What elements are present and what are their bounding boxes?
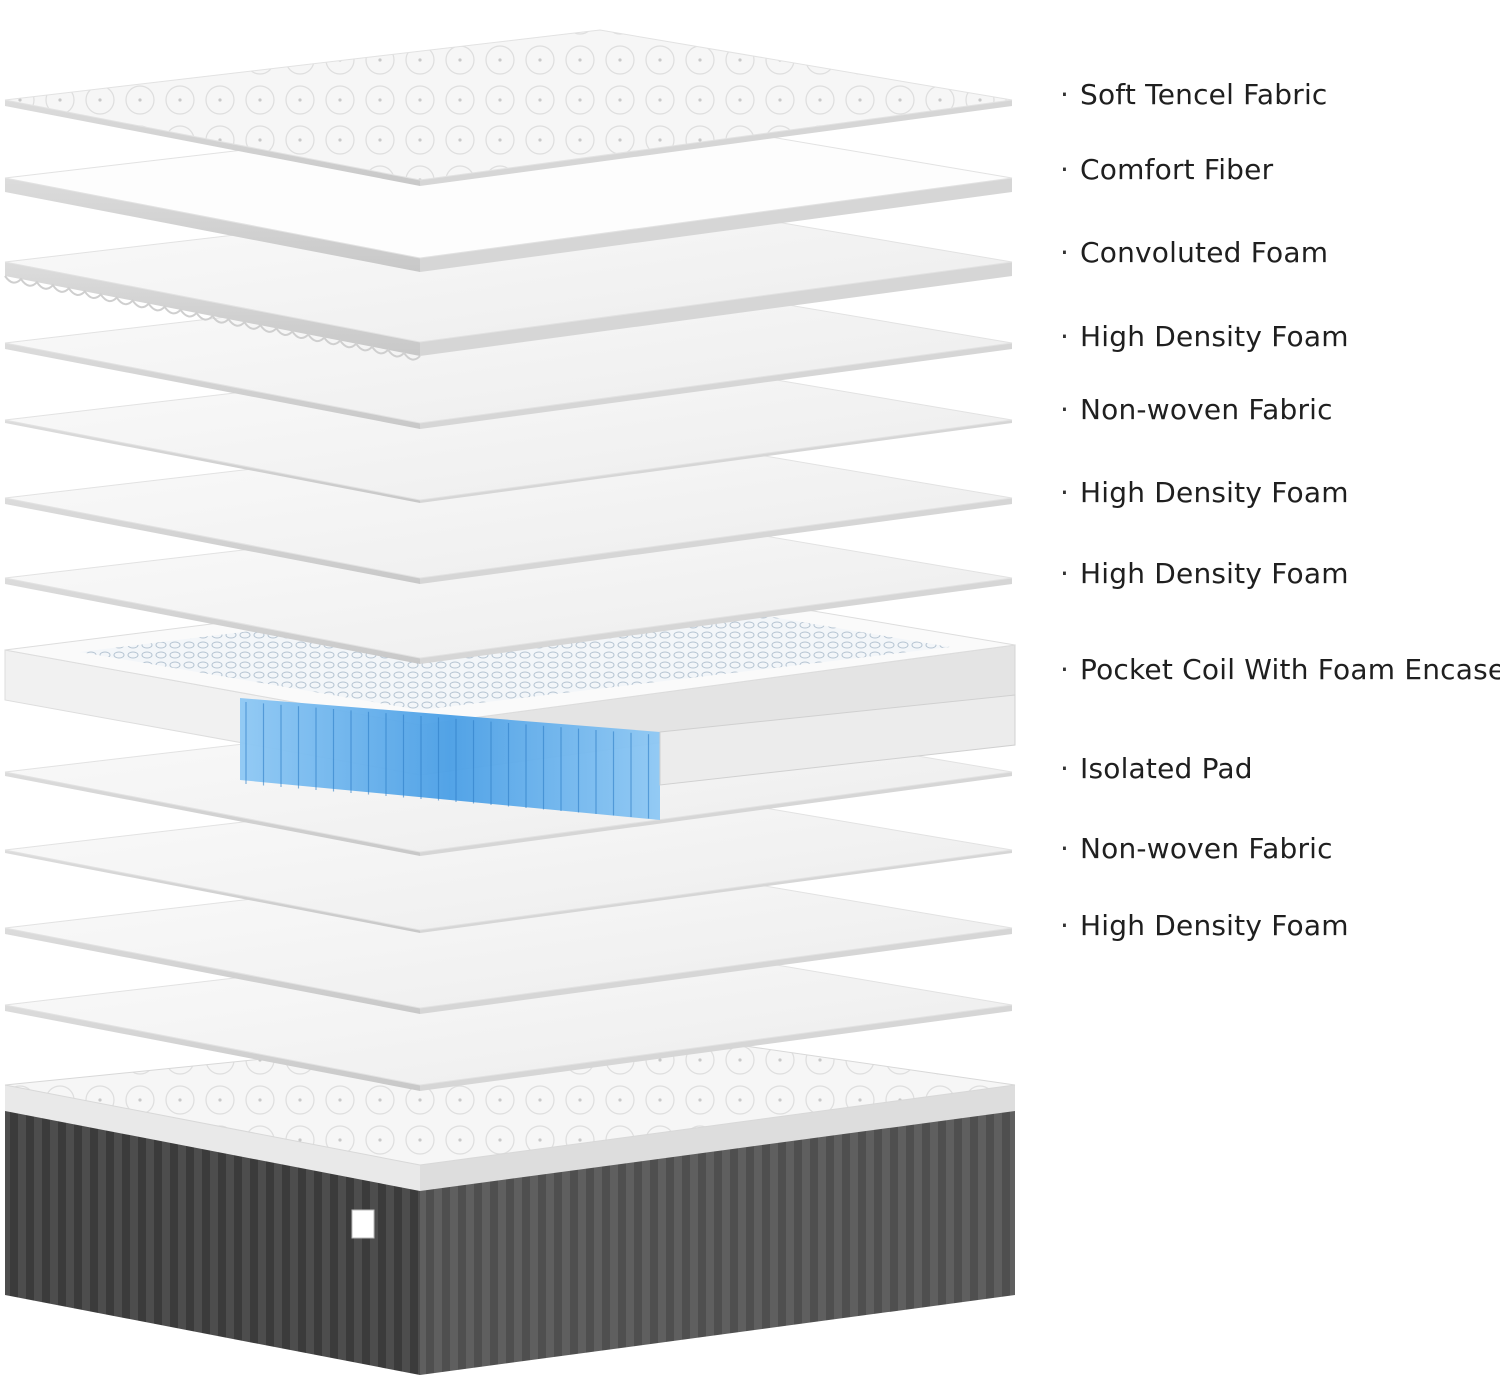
layer-label-isolated-pad: · Isolated Pad xyxy=(1060,752,1253,786)
convoluted-foam-sheet-edge-right xyxy=(420,262,1012,356)
layer-label-comfort-fiber: · Comfort Fiber xyxy=(1060,153,1273,187)
bullet-dot: · xyxy=(1060,909,1070,942)
convoluted-foam-sheet xyxy=(4,191,1013,361)
layer-label-text: Isolated Pad xyxy=(1080,752,1253,785)
high-density-foam-sheet-3-edge-left xyxy=(5,578,420,664)
tencel-fabric-sheet-top xyxy=(4,29,1013,181)
high-density-foam-sheet-1-edge-right xyxy=(420,343,1012,429)
mattress-top-border-right xyxy=(420,1085,1015,1191)
non-woven-fabric-sheet-1-edge-right xyxy=(420,420,1012,503)
mattress-top-border-left xyxy=(5,1085,420,1191)
foam-block-corner xyxy=(659,694,1016,786)
high-density-foam-sheet-4 xyxy=(4,857,1013,1014)
layer-label-text: Comfort Fiber xyxy=(1080,153,1274,186)
layer-label-soft-tencel-fabric: · Soft Tencel Fabric xyxy=(1060,78,1328,112)
high-density-foam-sheet-2-edge-right xyxy=(420,498,1012,584)
non-woven-fabric-sheet-2-edge-left xyxy=(5,850,420,933)
comfort-fiber-sheet xyxy=(4,107,1013,272)
high-density-foam-sheet-4-edge-right xyxy=(420,928,1012,1014)
coil-cutaway-front xyxy=(240,698,660,820)
bullet-dot: · xyxy=(1060,320,1070,353)
assembled-mattress xyxy=(4,1024,1016,1375)
bullet-dot: · xyxy=(1060,752,1070,785)
convoluted-foam-sheet-wave-edge xyxy=(4,275,421,361)
layer-label-high-density-foam-2: · High Density Foam xyxy=(1060,476,1349,510)
high-density-foam-sheet-1-edge-left xyxy=(5,343,420,429)
tencel-fabric-sheet-edge-right xyxy=(420,100,1012,186)
high-density-foam-sheet-4-edge-left xyxy=(5,928,420,1014)
bullet-dot: · xyxy=(1060,832,1070,865)
bullet-dot: · xyxy=(1060,153,1070,186)
layer-label-convoluted-foam: · Convoluted Foam xyxy=(1060,236,1328,270)
non-woven-fabric-sheet-2-edge-right xyxy=(420,850,1012,933)
bottom-foam-sheet-edge-left xyxy=(5,1005,420,1091)
layer-label-non-woven-fabric-1: · Non-woven Fabric xyxy=(1060,393,1333,427)
mattress-brand-tag xyxy=(351,1209,375,1239)
layer-label-text: High Density Foam xyxy=(1080,909,1349,942)
bullet-dot: · xyxy=(1060,653,1070,686)
bullet-dot: · xyxy=(1060,393,1070,426)
layer-label-non-woven-fabric-2: · Non-woven Fabric xyxy=(1060,832,1333,866)
non-woven-fabric-sheet-1-edge-left xyxy=(5,420,420,503)
bullet-dot: · xyxy=(1060,236,1070,269)
high-density-foam-sheet-3-edge-right xyxy=(420,578,1012,664)
isolated-pad-sheet-edge-right xyxy=(420,772,1012,856)
exploded-mattress-illustration xyxy=(4,29,1016,1375)
non-woven-fabric-sheet-1 xyxy=(4,349,1013,503)
bullet-dot: · xyxy=(1060,476,1070,509)
high-density-foam-sheet-2-edge-left xyxy=(5,498,420,584)
tencel-fabric-sheet-edge-left xyxy=(5,100,420,186)
high-density-foam-sheet-1 xyxy=(4,272,1013,429)
bottom-foam-sheet-edge-right xyxy=(420,1005,1012,1091)
layer-label-text: High Density Foam xyxy=(1080,476,1349,509)
convoluted-foam-sheet-edge-left xyxy=(5,262,420,356)
layer-label-high-density-foam-1: · High Density Foam xyxy=(1060,320,1349,354)
comfort-fiber-sheet-edge-left xyxy=(5,178,420,272)
layer-label-text: Non-woven Fabric xyxy=(1080,832,1333,865)
layer-label-text: Pocket Coil With Foam Encased xyxy=(1080,653,1500,686)
layer-label-high-density-foam-4: · High Density Foam xyxy=(1060,909,1349,943)
high-density-foam-sheet-2 xyxy=(4,427,1013,584)
layer-label-text: High Density Foam xyxy=(1080,557,1349,590)
layer-label-pocket-coil: · Pocket Coil With Foam Encased xyxy=(1060,653,1500,687)
layer-label-text: Soft Tencel Fabric xyxy=(1080,78,1328,111)
comfort-fiber-sheet-edge-right xyxy=(420,178,1012,272)
tencel-fabric-sheet xyxy=(4,29,1013,186)
high-density-foam-sheet-3 xyxy=(4,507,1013,664)
layer-label-text: Convoluted Foam xyxy=(1080,236,1329,269)
isolated-pad-sheet-edge-left xyxy=(5,772,420,856)
layer-label-text: High Density Foam xyxy=(1080,320,1349,353)
bullet-dot: · xyxy=(1060,78,1070,111)
bullet-dot: · xyxy=(1060,557,1070,590)
layer-label-text: Non-woven Fabric xyxy=(1080,393,1333,426)
layer-label-high-density-foam-3: · High Density Foam xyxy=(1060,557,1349,591)
